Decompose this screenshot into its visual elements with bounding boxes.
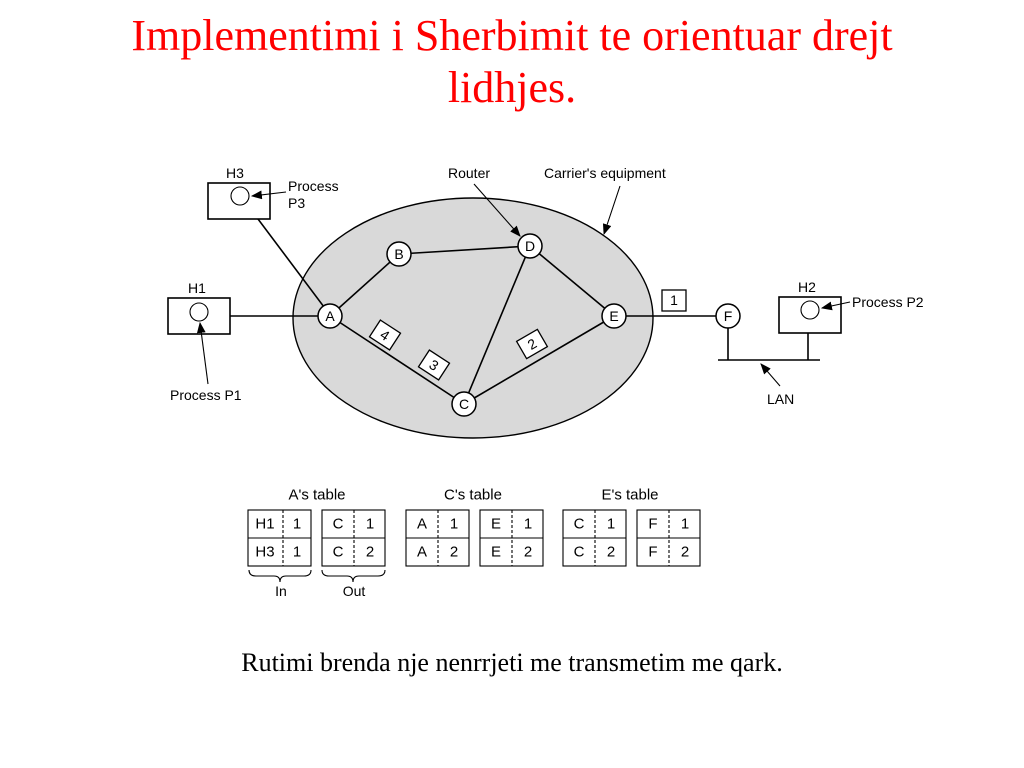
node-b: B <box>386 241 412 267</box>
link-c-e <box>463 315 615 405</box>
link-h3-a <box>257 218 331 316</box>
table-cell: 1 <box>293 516 301 533</box>
slide-caption: Rutimi brenda nje nenrrjeti me transmeti… <box>241 648 783 677</box>
node-e: E <box>601 303 627 329</box>
table-cell: 2 <box>681 544 689 561</box>
table-cell: 1 <box>524 516 532 533</box>
host-h1: H1 <box>167 280 231 335</box>
table-cell: H1 <box>255 516 274 533</box>
out-brace <box>321 569 386 583</box>
lan-arrow <box>760 363 781 387</box>
link-a-c <box>329 315 465 405</box>
slide-title-line-2: lidhjes. <box>447 63 577 112</box>
link-c-d <box>463 245 531 405</box>
table-e-out: F 1 F 2 <box>636 509 701 567</box>
in-label: In <box>275 583 287 599</box>
host-h3-label: H3 <box>226 165 244 181</box>
routing-tables: A's table H1 1 H3 1 C 1 C 2 In <box>247 487 701 599</box>
table-e-title: E's table <box>601 487 658 504</box>
table-cell: F <box>648 544 657 561</box>
table-a-out: C 1 C 2 <box>321 509 386 567</box>
packet-2: 2 <box>515 328 549 360</box>
table-c: C's table A 1 A 2 E 1 E 2 <box>405 487 544 567</box>
carrier-arrow <box>602 185 621 236</box>
packet-3: 3 <box>417 349 451 381</box>
node-f-label: F <box>724 308 733 324</box>
packet-1-label: 1 <box>670 292 678 308</box>
process-p3-label-line1: Process <box>288 178 339 194</box>
table-cell: 1 <box>681 516 689 533</box>
router-label: Router <box>448 165 490 181</box>
table-cell: 1 <box>607 516 615 533</box>
router-arrow <box>473 183 521 237</box>
table-cell: 1 <box>450 516 458 533</box>
network-diagram: H3 H1 H2 Process P3 Process P1 Process P… <box>167 165 924 599</box>
link-b-d <box>398 245 531 255</box>
table-e: E's table C 1 C 2 F 1 F 2 <box>562 487 701 567</box>
node-a-label: A <box>325 308 335 324</box>
table-cell: 1 <box>366 516 374 533</box>
host-h2: H2 <box>778 279 842 334</box>
table-a: A's table H1 1 H3 1 C 1 C 2 In <box>247 487 386 599</box>
host-h2-label: H2 <box>798 279 816 295</box>
node-b-label: B <box>394 246 403 262</box>
slide-title: Implementimi i Sherbimit te orientuar dr… <box>0 10 1024 114</box>
process-p3-arrow <box>250 190 287 200</box>
table-c-out: E 1 E 2 <box>479 509 544 567</box>
process-p1-arrow <box>196 321 209 385</box>
table-cell: 2 <box>524 544 532 561</box>
link-a-b <box>329 253 400 317</box>
process-p2-arrow <box>820 301 851 311</box>
table-cell: C <box>333 544 344 561</box>
table-cell: F <box>648 516 657 533</box>
node-e-label: E <box>609 308 618 324</box>
table-e-in: C 1 C 2 <box>562 509 627 567</box>
process-p1-label: Process P1 <box>170 387 242 403</box>
table-cell: C <box>574 544 585 561</box>
table-cell: C <box>333 516 344 533</box>
out-label: Out <box>343 583 366 599</box>
node-d: D <box>517 233 543 259</box>
carrier-cloud <box>292 197 654 439</box>
table-cell: A <box>417 516 427 533</box>
table-cell: E <box>491 544 501 561</box>
lan-label: LAN <box>767 391 794 407</box>
table-a-title: A's table <box>288 487 345 504</box>
network-links <box>230 218 820 405</box>
table-c-in: A 1 A 2 <box>405 509 470 567</box>
node-d-label: D <box>525 238 535 254</box>
table-cell: 2 <box>450 544 458 561</box>
process-p3-label-line2: P3 <box>288 195 305 211</box>
node-f: F <box>715 303 741 329</box>
host-h1-label: H1 <box>188 280 206 296</box>
packet-4: 4 <box>368 319 402 351</box>
table-cell: 2 <box>366 544 374 561</box>
table-cell: C <box>574 516 585 533</box>
carrier-label: Carrier's equipment <box>544 165 666 181</box>
table-c-title: C's table <box>444 487 502 504</box>
node-c: C <box>451 391 477 417</box>
node-a: A <box>317 303 343 329</box>
host-h3: H3 <box>207 165 271 220</box>
link-d-e <box>529 245 615 317</box>
node-c-label: C <box>459 396 469 412</box>
table-a-in: H1 1 H3 1 <box>247 509 312 567</box>
table-cell: 2 <box>607 544 615 561</box>
table-cell: A <box>417 544 427 561</box>
table-cell: H3 <box>255 544 274 561</box>
slide-title-line-1: Implementimi i Sherbimit te orientuar dr… <box>131 11 893 60</box>
table-cell: E <box>491 516 501 533</box>
in-brace <box>248 569 312 583</box>
packet-1: 1 <box>661 289 687 312</box>
process-p2-label: Process P2 <box>852 294 924 310</box>
table-cell: 1 <box>293 544 301 561</box>
